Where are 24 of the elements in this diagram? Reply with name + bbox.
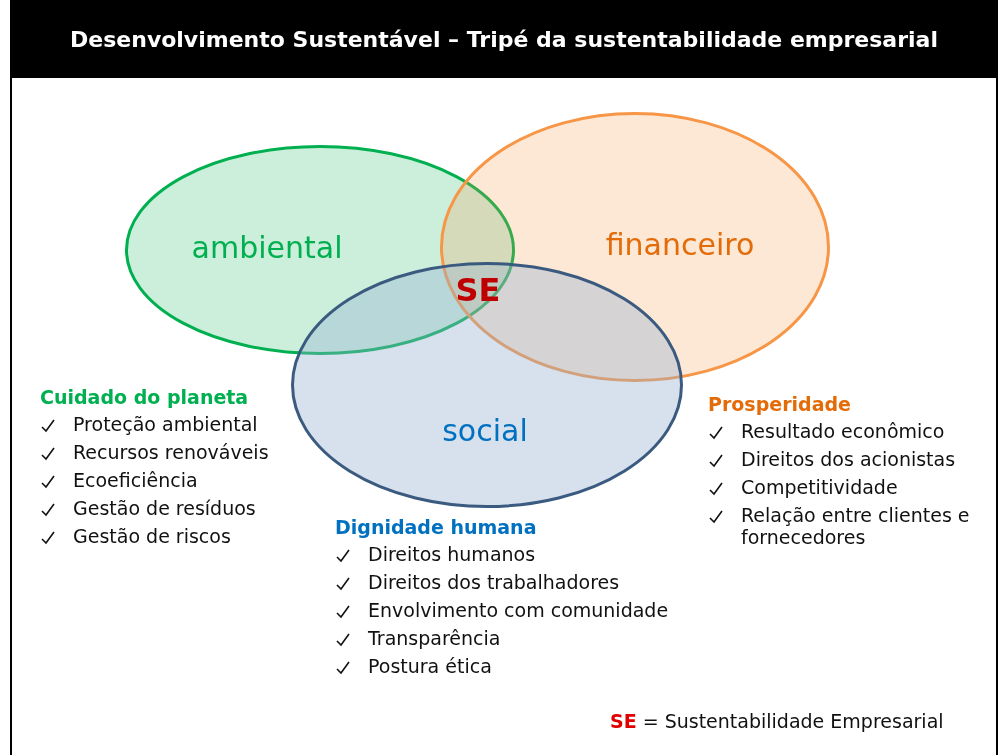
footnote: SE = Sustentabilidade Empresarial bbox=[610, 710, 944, 732]
list-item: Gestão de riscos bbox=[73, 525, 232, 547]
list-item: Direitos dos trabalhadores bbox=[368, 571, 621, 593]
list-item: Recursos renováveis bbox=[73, 441, 270, 463]
title-bar: Desenvolvimento Sustentável – Tripé da sustentabilidade empresarial bbox=[10, 0, 998, 78]
list-item: Proteção ambiental bbox=[73, 413, 259, 435]
intersection-label: SE bbox=[455, 271, 501, 309]
list-item: Ecoeficiência bbox=[73, 469, 199, 491]
list-item: Competitividade bbox=[741, 476, 899, 498]
list-item: Relação entre clientes e fornecedores bbox=[741, 504, 971, 548]
venn-ellipse bbox=[291, 262, 683, 508]
list-item: Gestão de resíduos bbox=[73, 497, 257, 519]
section-heading: Prosperidade bbox=[708, 393, 851, 415]
list-item: Direitos dos acionistas bbox=[741, 448, 957, 470]
section-heading: Dignidade humana bbox=[335, 516, 537, 538]
list-item: Resultado econômico bbox=[741, 420, 946, 442]
circle-label: social bbox=[442, 412, 528, 448]
circle-label: financeiro bbox=[605, 226, 755, 262]
list-item: Direitos humanos bbox=[368, 543, 537, 565]
list-item: Postura ética bbox=[368, 655, 493, 677]
list-item: Envolvimento com comunidade bbox=[368, 599, 670, 621]
list-item: Transparência bbox=[368, 627, 502, 649]
section-heading: Cuidado do planeta bbox=[40, 386, 249, 408]
circle-label: ambiental bbox=[191, 229, 343, 265]
